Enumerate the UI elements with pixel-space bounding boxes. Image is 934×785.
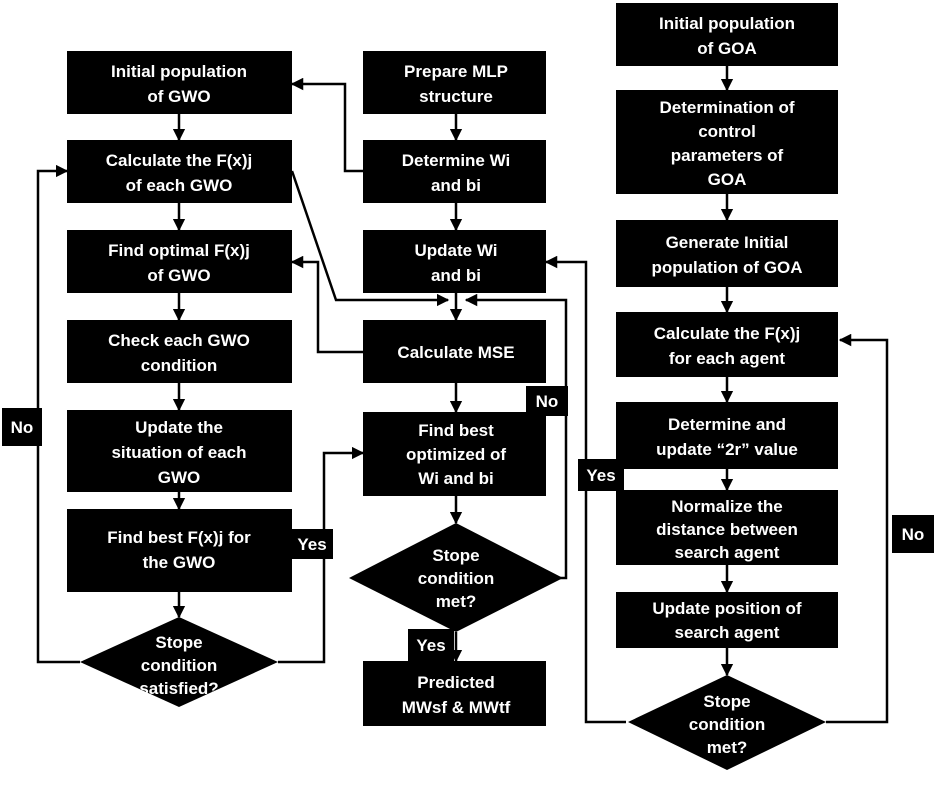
goa-normalize-box xyxy=(616,490,838,565)
goa-yes-link xyxy=(544,255,626,724)
goa-yes-label-box xyxy=(578,459,624,491)
mlp-mse-text: Calculate MSE xyxy=(397,343,514,362)
mlp-no-label: No xyxy=(536,392,559,411)
mlp-yes-label: Yes xyxy=(416,636,445,655)
goa-determine-box xyxy=(616,402,838,469)
mlp-yes-label-box xyxy=(408,629,454,661)
mlp-mse-box xyxy=(363,320,546,383)
mlp-to-gwo-initial xyxy=(290,77,363,173)
mlp-update-box xyxy=(363,230,546,293)
gwo-calc-box xyxy=(67,140,292,203)
mlp-prepare-box xyxy=(363,51,546,114)
goa-no-loop xyxy=(826,333,889,724)
goa-generate-box xyxy=(616,220,838,287)
goa-no-label: No xyxy=(902,525,925,544)
gwo-update-box xyxy=(67,410,292,492)
shapes xyxy=(2,3,934,770)
mlp-no-label-box xyxy=(526,386,568,416)
gwo-calc-to-mlp xyxy=(290,170,450,307)
goa-stop-diamond xyxy=(628,675,826,770)
gwo-initial-box xyxy=(67,51,292,114)
gwo-yes-label-box xyxy=(291,529,333,559)
goa-control-box xyxy=(616,90,838,194)
connectors xyxy=(36,66,889,724)
goa-initial-box xyxy=(616,3,838,66)
gwo-no-label: No xyxy=(11,418,34,437)
mlp-best-box xyxy=(363,412,546,496)
mlp-determine-box xyxy=(363,140,546,203)
mlp-predicted-box xyxy=(363,661,546,726)
mse-to-gwo-optimal xyxy=(290,255,363,354)
gwo-stop-diamond xyxy=(80,617,278,707)
gwo-no-label-box xyxy=(2,408,42,446)
gwo-yes-label: Yes xyxy=(297,535,326,554)
goa-position-box xyxy=(616,592,838,648)
goa-yes-label: Yes xyxy=(586,466,615,485)
goa-calc-box xyxy=(616,312,838,377)
goa-no-label-box xyxy=(892,515,934,553)
gwo-best-box xyxy=(67,509,292,592)
gwo-optimal-box xyxy=(67,230,292,293)
mlp-stop-diamond xyxy=(349,523,563,632)
gwo-check-box xyxy=(67,320,292,383)
